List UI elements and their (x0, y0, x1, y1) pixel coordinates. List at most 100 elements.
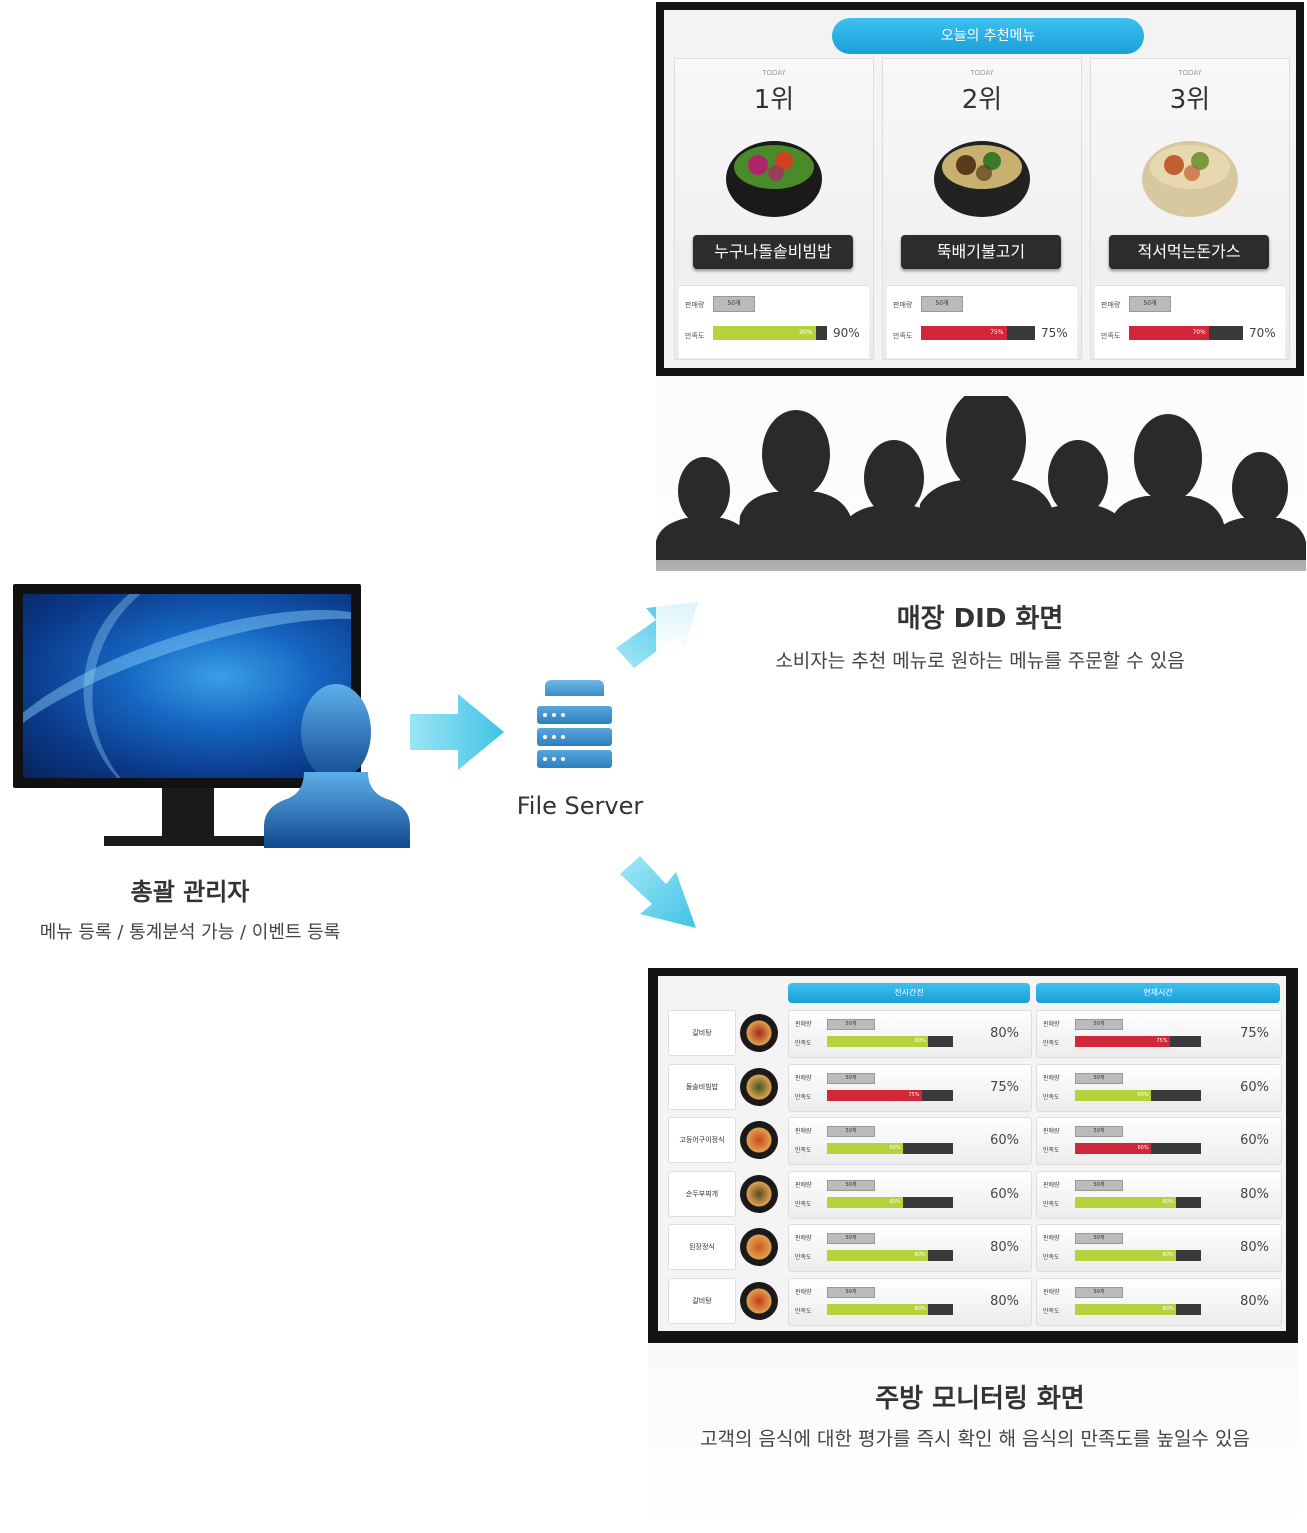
recommend-card: TODAY 3위 적서먹는돈가스 판매량 50개 만족도 70% 70% (1090, 58, 1290, 360)
sales-value: 50개 (827, 1126, 875, 1137)
sales-value: 50개 (827, 1286, 875, 1298)
satisfaction-bar: 80% (827, 1036, 953, 1047)
satisfaction-percent: 80% (990, 1026, 1019, 1041)
satisfaction-bar: 80% (827, 1303, 953, 1315)
kitchen-stat-cell: 판매량 50개 만족도 80% 80% (1036, 1170, 1282, 1219)
did-fade (656, 560, 1306, 660)
user-silhouette-icon (264, 684, 410, 848)
rank-label: 1위 (753, 85, 795, 115)
satisfaction-label: 만족도 (1043, 1093, 1060, 1101)
satisfaction-fill: 60% (827, 1143, 903, 1154)
today-label: TODAY (970, 69, 994, 77)
dish-photo (740, 1174, 778, 1213)
satisfaction-percent: 60% (1240, 1133, 1269, 1148)
today-label: TODAY (1178, 69, 1202, 77)
satisfaction-bar: 60% (827, 1196, 953, 1208)
satisfaction-fill: 75% (827, 1089, 922, 1101)
satisfaction-fill: 75% (1075, 1036, 1170, 1047)
sales-value: 50개 (1075, 1019, 1123, 1030)
satisfaction-percent: 90% (833, 326, 860, 340)
stat-box: 판매량 50개 만족도 75% 75% (887, 285, 1077, 358)
satisfaction-bar: 60% (827, 1143, 953, 1154)
satisfaction-percent: 80% (1240, 1186, 1269, 1202)
desktop-wallpaper (23, 594, 351, 778)
server-unit (537, 706, 612, 724)
menu-name: 뚝배기불고기 (901, 235, 1061, 269)
kitchen-stat-cell: 판매량 50개 만족도 60% 60% (1036, 1117, 1282, 1165)
sales-value: 50개 (1075, 1179, 1123, 1191)
did-screen: 오늘의 추천메뉴 TODAY 1위 누구나돌솥비빔밥 판매량 50개 만족도 9… (664, 10, 1296, 368)
satisfaction-label: 만족도 (685, 332, 705, 340)
satisfaction-bar: 75% (827, 1089, 953, 1101)
recommend-card: TODAY 2위 뚝배기불고기 판매량 50개 만족도 75% 75% (882, 58, 1082, 360)
satisfaction-percent: 80% (990, 1293, 1019, 1309)
sales-label: 판매량 (1043, 1128, 1060, 1135)
recommend-card: TODAY 1위 누구나돌솥비빔밥 판매량 50개 만족도 90% 90% (674, 58, 874, 360)
satisfaction-fill: 90% (713, 326, 816, 340)
satisfaction-fill: 80% (1075, 1196, 1176, 1208)
kitchen-stat-cell: 판매량 50개 만족도 60% 60% (788, 1170, 1032, 1219)
satisfaction-percent: 75% (990, 1079, 1019, 1095)
kitchen-menu-name: 돌솥비빔밥 (668, 1063, 736, 1110)
satisfaction-fill: 80% (827, 1036, 928, 1047)
sales-label: 판매량 (1043, 1235, 1060, 1242)
today-label: TODAY (762, 69, 786, 77)
arrow-down-right-icon (620, 856, 696, 928)
satisfaction-fill: 75% (921, 326, 1007, 340)
kitchen-menu-name: 된장정식 (668, 1224, 736, 1270)
kitchen-stat-cell: 판매량 50개 만족도 80% 80% (788, 1224, 1032, 1272)
kitchen-title: 주방 모니터링 화면 (875, 1384, 1085, 1414)
sales-value: 50개 (1075, 1233, 1123, 1244)
satisfaction-label: 만족도 (1043, 1307, 1060, 1315)
sales-label: 판매량 (1043, 1288, 1060, 1296)
stat-box: 판매량 50개 만족도 90% 90% (679, 285, 869, 358)
rank-label: 3위 (1169, 85, 1211, 115)
crowd-silhouette-icon (656, 396, 1306, 571)
rank-label: 2위 (961, 85, 1003, 115)
stat-box: 판매량 50개 만족도 70% 70% (1095, 285, 1285, 358)
satisfaction-bar: 60% (1075, 1143, 1201, 1154)
kitchen-stat-cell: 판매량 50개 만족도 60% 60% (788, 1117, 1032, 1165)
dish-photo (740, 1067, 778, 1106)
sales-value: 50개 (921, 296, 963, 312)
satisfaction-label: 만족도 (1101, 332, 1121, 340)
kitchen-column-header: 전시간전 (788, 983, 1030, 1003)
sales-label: 판매량 (685, 301, 705, 309)
store-did-title: 매장 DID 화면 (896, 604, 1064, 634)
kitchen-subtitle: 고객의 음식에 대한 평가를 즉시 확인 해 음식의 만족도를 높일수 있음 (700, 1428, 1250, 1450)
menu-name: 적서먹는돈가스 (1109, 235, 1269, 269)
server-unit (537, 750, 612, 768)
kitchen-reflection (648, 1343, 1298, 1533)
satisfaction-label: 만족도 (795, 1093, 812, 1101)
kitchen-stat-cell: 판매량 50개 만족도 80% 80% (1036, 1224, 1282, 1272)
kitchen-menu-name: 순두부찌개 (668, 1170, 736, 1217)
satisfaction-fill: 80% (827, 1303, 928, 1315)
sales-value: 50개 (827, 1233, 875, 1244)
sales-label: 판매량 (795, 1074, 812, 1082)
kitchen-stat-cell: 판매량 50개 만족도 80% 80% (1036, 1277, 1282, 1326)
satisfaction-bar: 60% (1075, 1089, 1201, 1101)
sales-label: 판매량 (795, 1288, 812, 1296)
satisfaction-fill: 60% (1075, 1089, 1151, 1101)
satisfaction-bar: 70% (1129, 326, 1243, 340)
sales-value: 50개 (1075, 1072, 1123, 1084)
satisfaction-bar: 80% (827, 1250, 953, 1261)
satisfaction-bar: 75% (921, 326, 1035, 340)
dish-photo (1142, 141, 1238, 217)
satisfaction-label: 만족도 (1043, 1040, 1060, 1047)
dish-photo (740, 1121, 778, 1159)
dish-photo (740, 1281, 778, 1320)
satisfaction-fill: 60% (1075, 1143, 1151, 1154)
satisfaction-label: 만족도 (1043, 1254, 1060, 1261)
satisfaction-percent: 80% (1240, 1293, 1269, 1309)
sales-label: 판매량 (795, 1235, 812, 1242)
satisfaction-bar: 80% (1075, 1250, 1201, 1261)
satisfaction-percent: 80% (1240, 1240, 1269, 1255)
server-unit (537, 728, 612, 746)
store-did-monitor: 오늘의 추천메뉴 TODAY 1위 누구나돌솥비빔밥 판매량 50개 만족도 9… (656, 2, 1304, 376)
satisfaction-fill: 80% (1075, 1303, 1176, 1315)
satisfaction-bar: 80% (1075, 1196, 1201, 1208)
satisfaction-fill: 60% (827, 1196, 903, 1208)
sales-value: 50개 (827, 1019, 875, 1030)
satisfaction-label: 만족도 (795, 1040, 812, 1047)
